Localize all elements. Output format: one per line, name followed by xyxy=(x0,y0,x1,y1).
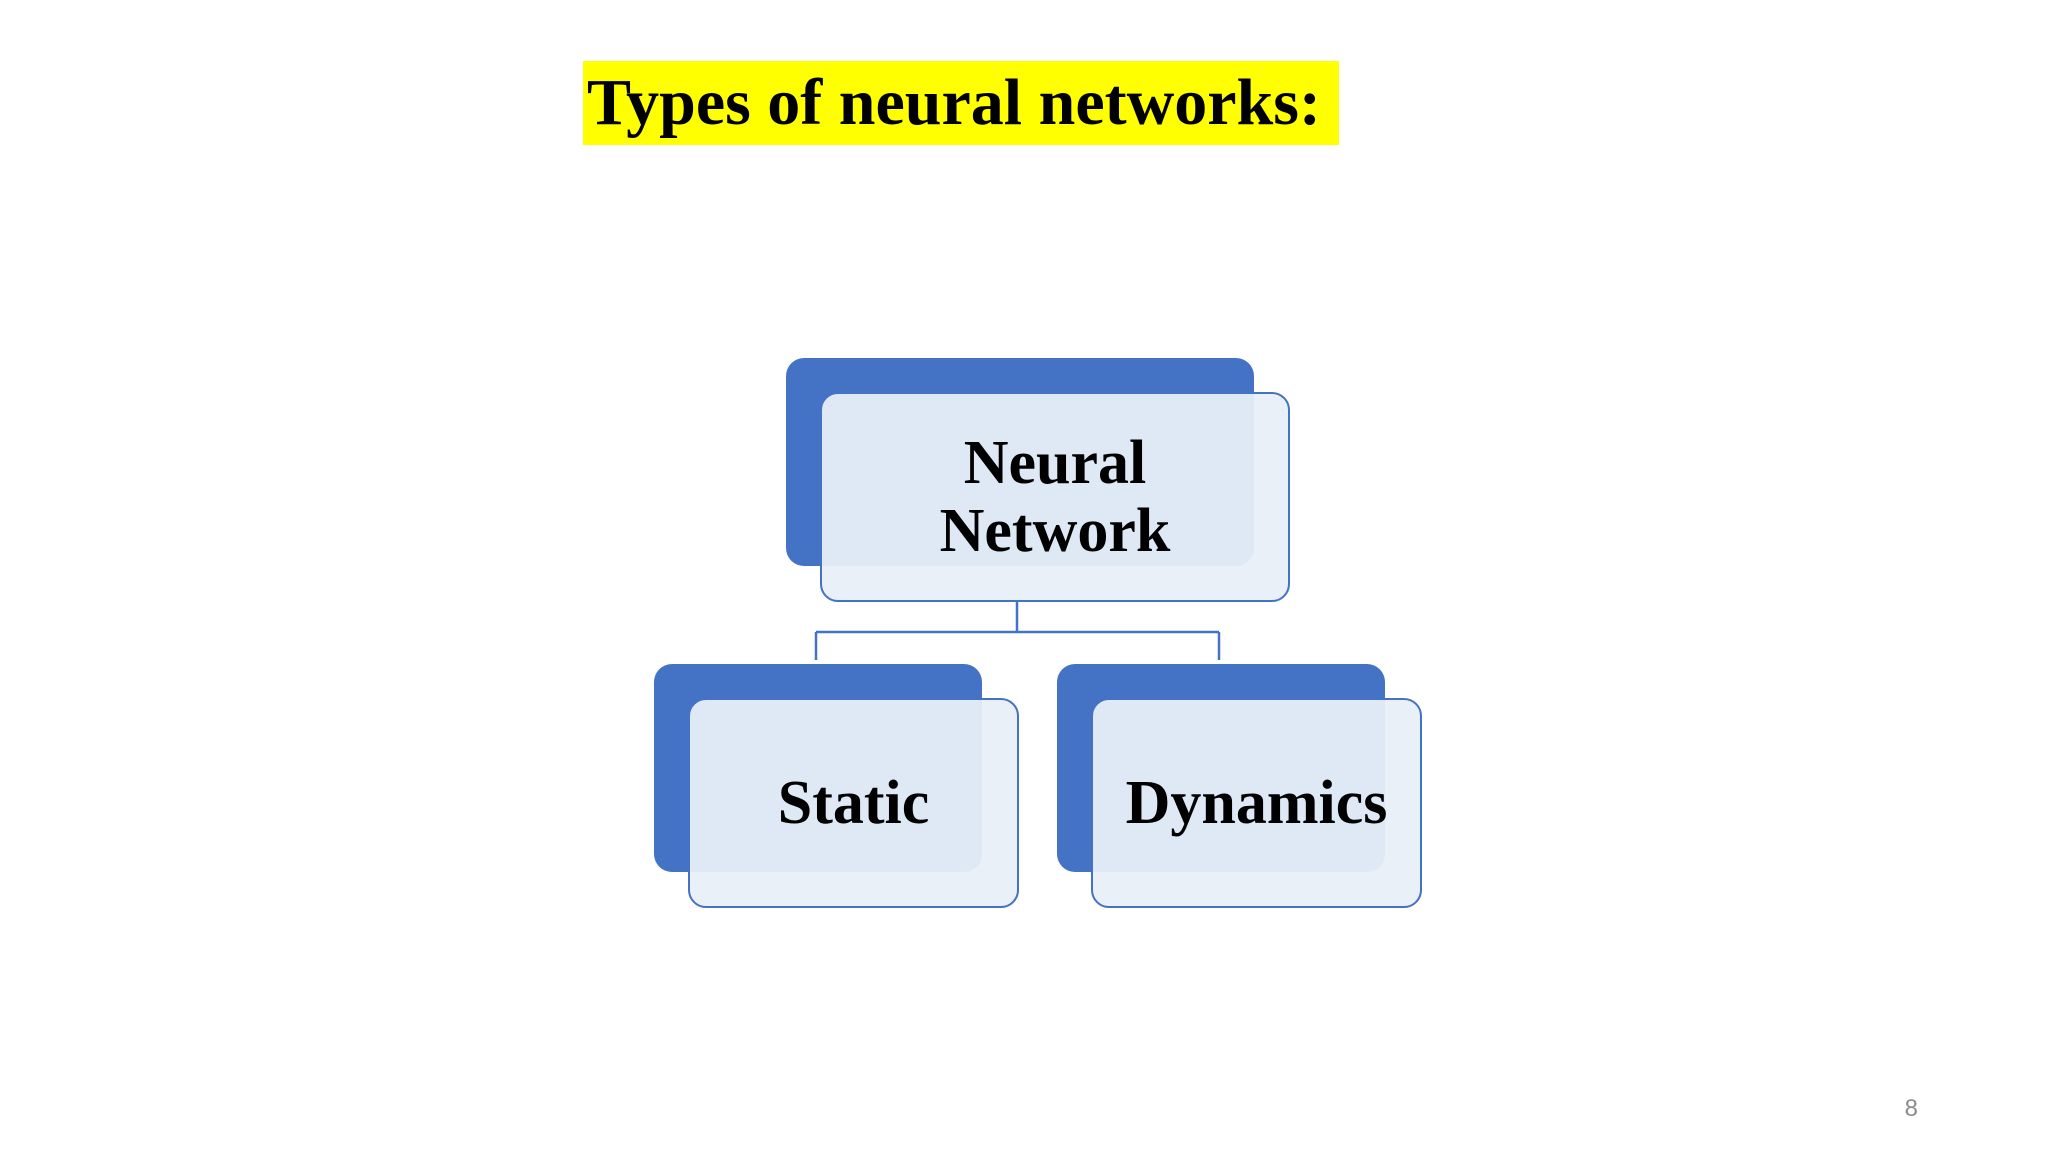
page-number: 8 xyxy=(1904,1095,1918,1122)
dynamics-node-label: Dynamics xyxy=(1125,769,1388,837)
root-node-label: Neural Network xyxy=(940,429,1171,565)
static-node-label: Static xyxy=(777,769,930,837)
static-node-card: Static xyxy=(688,698,1019,908)
root-node-card: Neural Network xyxy=(820,392,1290,602)
dynamics-node-card: Dynamics xyxy=(1091,698,1422,908)
slide-title: Types of neural networks: xyxy=(583,61,1339,145)
root-node-label-line2: Network xyxy=(939,497,1171,565)
root-node-label-line1: Neural xyxy=(963,429,1147,497)
